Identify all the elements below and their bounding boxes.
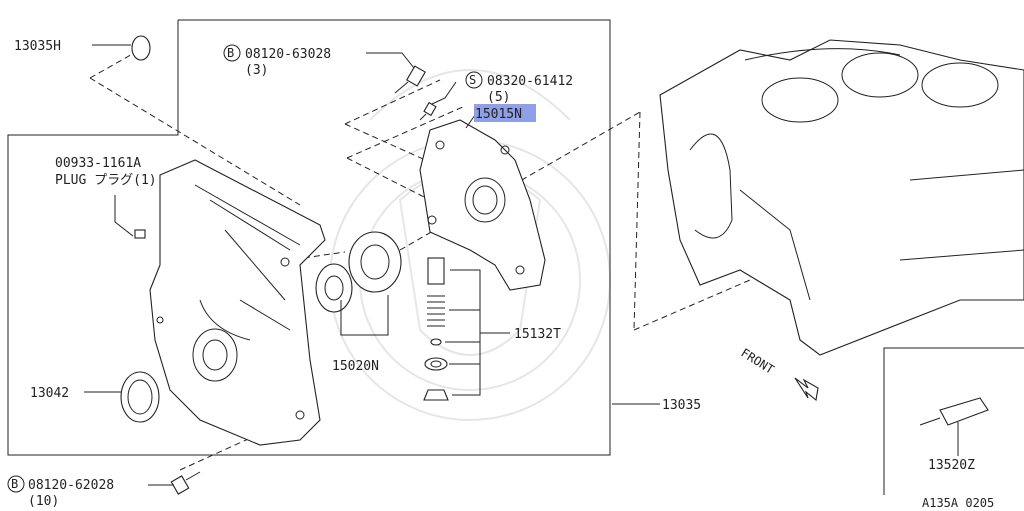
engine-block-illustration — [659, 39, 1024, 356]
front-cover-part-label[interactable]: 13035 — [662, 398, 701, 413]
oil-pump-gears-illustration — [315, 231, 402, 313]
plug-description: PLUG プラグ(1) — [55, 173, 157, 188]
bolt-bottom-prefix: B — [11, 477, 18, 491]
screw-qty: (5) — [487, 90, 510, 105]
bolt-top-part-label[interactable]: 08120-63028 — [245, 47, 331, 62]
front-arrow-icon — [794, 377, 819, 402]
plug-part-label[interactable]: 00933-1161A — [55, 156, 141, 171]
sealant-part-label[interactable]: 13520Z — [928, 458, 975, 473]
relief-kit-part-label[interactable]: 15132T — [514, 327, 561, 342]
diagram-code: A135A 0205 — [922, 496, 994, 510]
bolt-bottom-part-label[interactable]: 08120-62028 — [28, 478, 114, 493]
front-cover-illustration — [134, 159, 326, 446]
leader-lines — [84, 44, 959, 486]
bolt-bottom-qty: (10) — [28, 494, 59, 509]
screw-prefix: S — [469, 73, 476, 87]
gear-set-part-label[interactable]: 15020N — [332, 359, 379, 374]
screw-part-label[interactable]: 08320-61412 — [487, 74, 573, 89]
prefix-circles — [7, 44, 483, 493]
fastener-illustrations — [131, 35, 437, 495]
front-direction-label: FRONT — [738, 346, 776, 377]
bolt-top-prefix: B — [227, 46, 234, 60]
oil-pump-body-illustration — [419, 119, 546, 291]
relief-valve-parts-illustration — [423, 257, 449, 401]
front-seal-illustration — [120, 371, 160, 423]
frame-lines — [7, 19, 1024, 495]
sealant-tube-illustration — [919, 397, 989, 426]
pump-body-highlight — [474, 104, 536, 122]
pump-body-part-label[interactable]: 15015N — [475, 107, 522, 122]
bolt-top-qty: (3) — [245, 63, 268, 78]
cap-part-label[interactable]: 13035H — [14, 39, 61, 54]
seal-part-label[interactable]: 13042 — [30, 386, 69, 401]
